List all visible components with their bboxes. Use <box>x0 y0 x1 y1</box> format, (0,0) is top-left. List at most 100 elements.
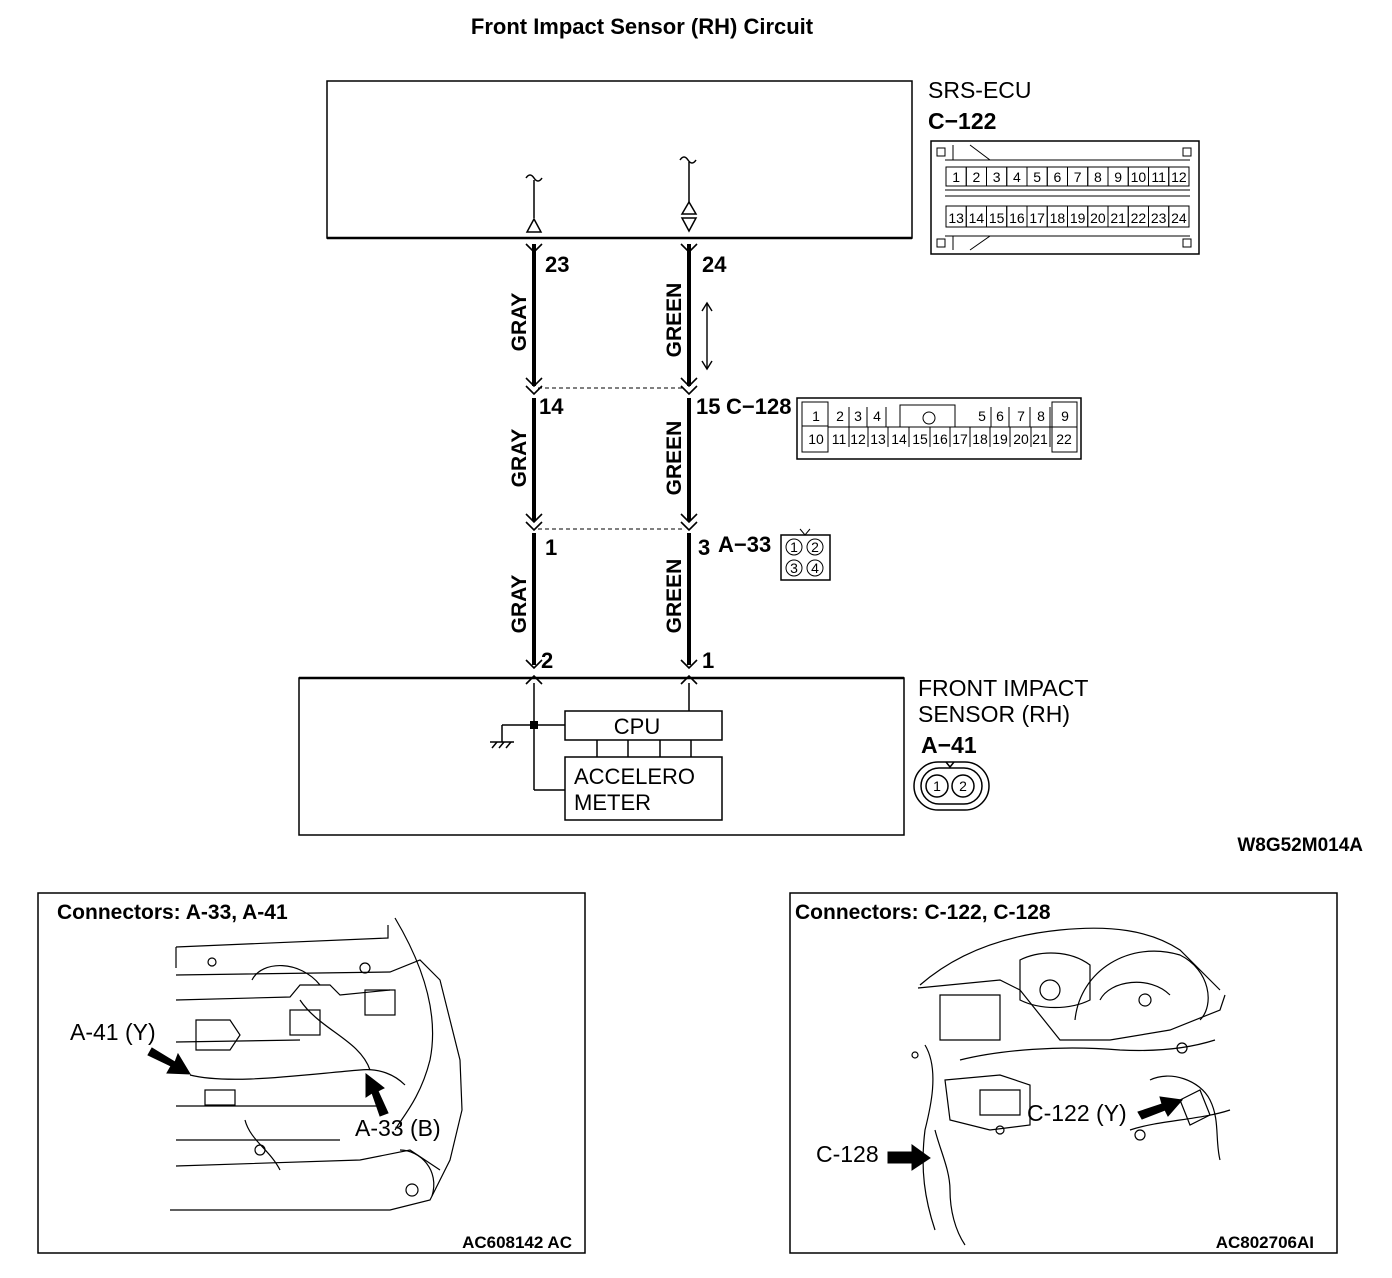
green-label-2: GREEN <box>663 421 686 496</box>
a33-label: A−33 <box>718 532 771 557</box>
right-panel-code: AC802706AI <box>1216 1233 1314 1252</box>
c128-pin-number: 10 <box>808 431 824 447</box>
svg-text:3: 3 <box>790 560 798 576</box>
a41-connector-face <box>913 761 990 811</box>
ecu-internal-symbols <box>525 156 698 233</box>
c122-pin-number: 6 <box>1053 169 1061 185</box>
c128-pin-number: 8 <box>1037 408 1045 424</box>
c122-pin-number: 21 <box>1110 210 1126 226</box>
c128-pin-number: 21 <box>1032 431 1048 447</box>
c122-pin-number: 8 <box>1094 169 1102 185</box>
c122-pin-number: 10 <box>1131 169 1147 185</box>
accelerometer-label-1: ACCELERO <box>574 764 695 789</box>
c128-pin-number: 11 <box>832 431 847 447</box>
c128-pin-number: 6 <box>996 408 1004 424</box>
ecu-box <box>326 80 913 239</box>
c122-callout: C-122 (Y) <box>1027 1100 1127 1126</box>
c128-pin-number: 14 <box>891 431 907 447</box>
ecu-name: SRS-ECU <box>928 77 1032 103</box>
pin-ecu-23: 23 <box>545 252 569 277</box>
c122-pin-number: 3 <box>993 169 1001 185</box>
a33-callout-arrow <box>365 1072 389 1117</box>
c128-label: C−128 <box>726 394 791 419</box>
pin-a33-3: 3 <box>698 535 710 560</box>
c122-pin-number: 15 <box>989 210 1005 226</box>
cpu-label: CPU <box>614 714 660 739</box>
c128-pin-number: 4 <box>873 408 881 424</box>
c128-pin-number: 5 <box>978 408 986 424</box>
c128-pin-number: 2 <box>836 408 844 424</box>
c122-pin-number: 11 <box>1151 169 1166 185</box>
sensor-internal <box>490 683 723 821</box>
c122-pin-cell <box>1168 166 1190 187</box>
c128-pin-number: 19 <box>992 431 1008 447</box>
c122-pin-number: 7 <box>1074 169 1082 185</box>
c122-pin-number: 24 <box>1171 210 1187 226</box>
right-panel-title: Connectors: C-122, C-128 <box>795 901 1051 924</box>
c122-pin-number: 23 <box>1151 210 1167 226</box>
left-panel-code: AC608142 AC <box>462 1233 572 1252</box>
green-label-1: GREEN <box>663 283 686 358</box>
left-panel-title: Connectors: A-33, A-41 <box>57 901 288 924</box>
junction-marks <box>525 243 698 685</box>
c122-pin-number: 19 <box>1070 210 1086 226</box>
gray-label-3: GRAY <box>508 575 531 634</box>
gray-label-2: GRAY <box>508 429 531 488</box>
diagram-title: Front Impact Sensor (RH) Circuit <box>471 14 814 39</box>
svg-text:4: 4 <box>811 560 819 576</box>
c122-pin-number: 9 <box>1114 169 1122 185</box>
c128-pin-number: 12 <box>850 431 866 447</box>
c128-pin-number: 17 <box>952 431 968 447</box>
a41-callout: A-41 (Y) <box>70 1019 156 1045</box>
svg-text:1: 1 <box>790 539 798 555</box>
c122-pin-number: 5 <box>1033 169 1041 185</box>
c128-pin-number: 22 <box>1056 431 1072 447</box>
c122-pin-number: 4 <box>1013 169 1021 185</box>
sensor-name-1: FRONT IMPACT <box>918 675 1088 701</box>
green-label-3: GREEN <box>663 559 686 634</box>
svg-text:1: 1 <box>933 778 941 794</box>
c122-pin-number: 22 <box>1131 210 1147 226</box>
svg-text:2: 2 <box>811 539 819 555</box>
c122-pin-number: 17 <box>1029 210 1045 226</box>
c128-callout-arrow <box>887 1144 931 1171</box>
svg-text:2: 2 <box>959 778 967 794</box>
c128-pin-number: 3 <box>854 408 862 424</box>
pin-a41-2: 2 <box>541 648 553 673</box>
c128-pin-number: 13 <box>870 431 886 447</box>
c122-pin-number: 2 <box>972 169 980 185</box>
c122-pin-number: 14 <box>969 210 985 226</box>
signal-direction-arrow <box>701 301 713 371</box>
c122-pin-number: 1 <box>952 169 960 185</box>
c122-pin-number: 18 <box>1050 210 1066 226</box>
c122-pin-number: 20 <box>1090 210 1106 226</box>
c128-pin-number: 20 <box>1013 431 1029 447</box>
pin-ecu-24: 24 <box>702 252 727 277</box>
c128-pin-number: 16 <box>932 431 948 447</box>
c122-pin-number: 16 <box>1009 210 1025 226</box>
c128-pin-number: 18 <box>972 431 988 447</box>
pin-c128-15: 15 <box>696 394 720 419</box>
a33-callout: A-33 (B) <box>355 1115 441 1141</box>
c128-pin-number: 9 <box>1061 408 1069 424</box>
c122-pin-cell <box>1168 205 1190 228</box>
diagram-code: W8G52M014A <box>1237 835 1363 856</box>
a41-callout-arrow <box>147 1047 191 1075</box>
a33-connector-face: 1 2 3 4 <box>780 528 831 581</box>
c128-pin-number: 15 <box>912 431 928 447</box>
ecu-connector-label: C−122 <box>928 108 996 134</box>
gray-label-1: GRAY <box>508 293 531 352</box>
engine-bay-illustration <box>170 917 463 1211</box>
sensor-name-2: SENSOR (RH) <box>918 701 1070 727</box>
c122-pin-number: 12 <box>1171 169 1187 185</box>
a41-label: A−41 <box>921 732 977 758</box>
right-connector-panel: Connectors: C-122, C-128 C-128 C-122 (Y)… <box>789 892 1338 1254</box>
dashboard-illustration <box>911 927 1231 1246</box>
pin-a41-1: 1 <box>702 648 714 673</box>
accelerometer-label-2: METER <box>574 790 651 815</box>
c122-pin-number: 13 <box>948 210 964 226</box>
c128-callout: C-128 <box>816 1141 879 1167</box>
